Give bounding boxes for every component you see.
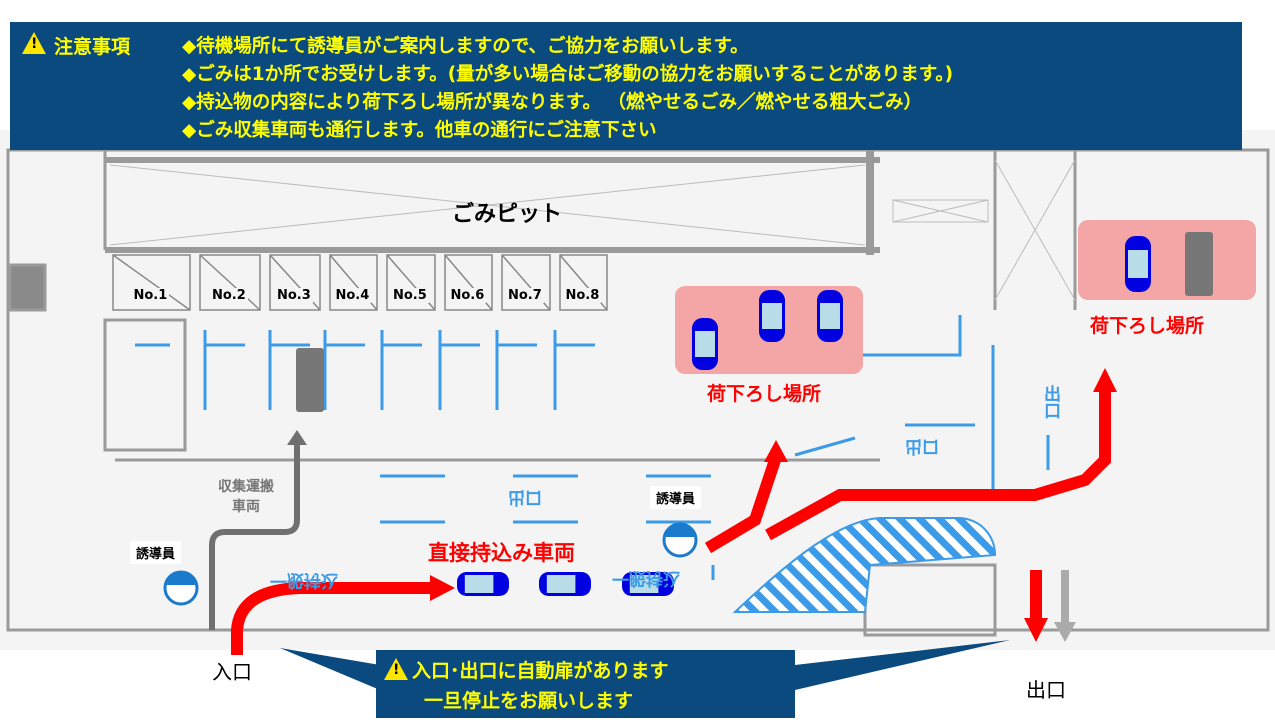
bay-label: No.6 <box>448 288 487 303</box>
bay <box>444 254 493 311</box>
callout-line1: 入口･出口に自動扉があります <box>412 660 669 682</box>
exit-label: 出口 <box>1026 678 1066 702</box>
car-icon <box>539 572 591 596</box>
bay <box>386 254 436 311</box>
notice-line: ◆持込物の内容により荷下ろし場所が異なります。 （燃やせるごみ／燃やせる粗大ごみ… <box>182 92 922 113</box>
warning-icon <box>384 658 408 680</box>
warning-icon <box>22 32 46 54</box>
bay-label: No.1 <box>131 288 170 303</box>
notice-line: ◆待機場所にて誘導員がご案内しますので、ご協力をお願いします。 <box>182 36 749 57</box>
floor-marking-exit: 出口 <box>508 487 542 507</box>
direct-vehicle-label: 直接持込み車両 <box>428 541 575 565</box>
notice-line: ◆ごみ収集車両も通行します。他車の通行にご注意下さい <box>182 120 657 141</box>
callout-line2: 一旦停止をお願いします <box>424 690 634 712</box>
unload-area-right <box>1078 220 1256 300</box>
unload-label-right: 荷下ろし場所 <box>1090 315 1205 337</box>
entrance-label: 入口 <box>212 660 252 684</box>
car-icon <box>759 290 785 342</box>
notice-banner: 注意事項 ◆待機場所にて誘導員がご案内しますので、ご協力をお願いします。 ◆ごみ… <box>10 22 1242 150</box>
floor-marking-exit: 出口 <box>905 436 939 456</box>
notice-line: ◆ごみは1か所でお受けします。(量が多い場合はご移動の協力をお願いすることがあり… <box>182 64 954 85</box>
bay-label: No.5 <box>391 288 429 303</box>
floor-marking-general: 一般持込 <box>612 568 680 588</box>
bay <box>329 254 378 311</box>
bay-label: No.3 <box>275 288 313 303</box>
guide-label-center: 誘導員 <box>650 486 702 509</box>
bay-label: No.8 <box>563 288 602 303</box>
notice-title: 注意事項 <box>54 36 131 58</box>
pit-label: ごみピット <box>452 202 563 227</box>
floor-marking-exit: 出口 <box>1040 385 1060 419</box>
car-icon <box>692 318 718 370</box>
bay-label: No.2 <box>210 288 248 303</box>
collection-vehicle-label: 収集運搬 車両 <box>218 479 274 515</box>
unload-label-center: 荷下ろし場所 <box>707 383 822 405</box>
floor-marking-general: 一般持込 <box>270 570 338 590</box>
bay-label: No.4 <box>333 288 372 303</box>
bay-label: No.7 <box>506 288 544 303</box>
car-icon <box>817 290 843 342</box>
bay <box>112 254 191 311</box>
guide-label-left: 誘導員 <box>130 541 182 564</box>
door-callout: 入口･出口に自動扉があります 一旦停止をお願いします <box>376 650 795 718</box>
bay <box>559 254 608 311</box>
bay <box>199 254 261 311</box>
bay <box>501 254 551 311</box>
car-icon <box>1125 236 1151 292</box>
bay <box>269 254 321 311</box>
car-icon <box>622 572 674 596</box>
car-icon <box>457 572 509 596</box>
